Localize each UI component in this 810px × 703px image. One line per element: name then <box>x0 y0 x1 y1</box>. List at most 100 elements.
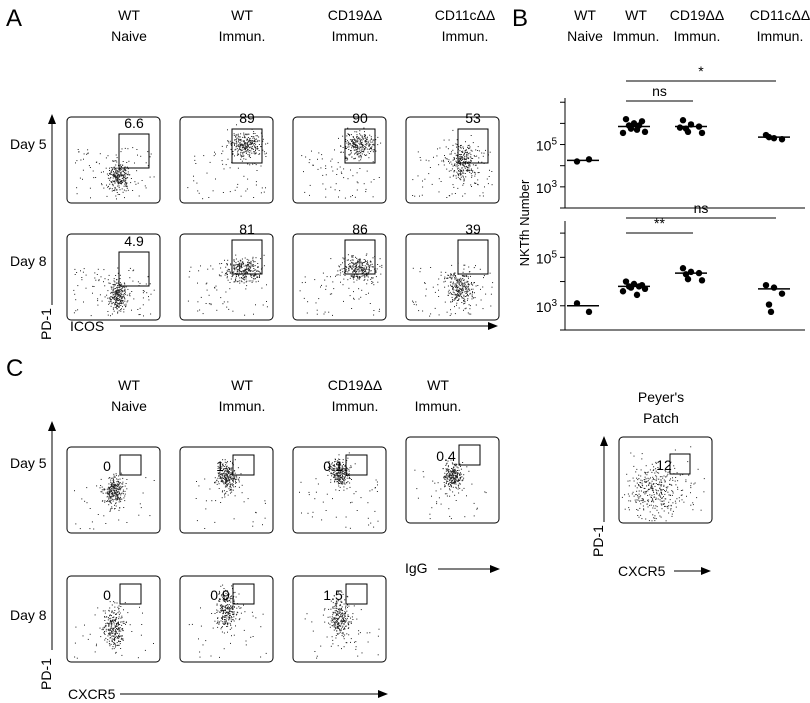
event-dot <box>248 262 250 264</box>
event-dot <box>459 478 461 480</box>
event-dot <box>112 633 114 634</box>
event-dot <box>75 626 77 628</box>
gate-box <box>457 239 489 275</box>
event-dot <box>117 490 119 492</box>
event-dot <box>361 144 363 146</box>
event-dot <box>341 635 343 637</box>
event-dot <box>117 606 119 608</box>
event-dot <box>322 183 324 185</box>
event-dot <box>343 300 344 302</box>
event-dot <box>358 278 360 280</box>
event-dot <box>245 158 247 160</box>
event-dot <box>344 474 346 476</box>
event-dot <box>328 608 330 610</box>
event-dot <box>419 271 421 273</box>
event-dot <box>351 144 353 146</box>
event-dot <box>340 470 342 472</box>
event-dot <box>120 302 122 304</box>
event-dot <box>462 283 464 285</box>
event-dot <box>240 139 242 141</box>
event-dot <box>109 187 111 189</box>
event-dot <box>217 465 219 467</box>
event-dot <box>243 134 245 136</box>
event-dot <box>116 302 118 304</box>
event-dot <box>455 500 457 501</box>
event-dot <box>227 471 229 473</box>
event-dot <box>246 148 248 149</box>
event-dot <box>195 498 197 499</box>
event-dot <box>227 469 229 471</box>
event-dot <box>336 475 338 477</box>
event-dot <box>450 301 451 303</box>
event-dot <box>116 288 118 290</box>
event-dot <box>118 492 120 494</box>
event-dot <box>111 296 113 298</box>
event-dot <box>252 136 254 138</box>
event-dot <box>335 637 337 639</box>
event-dot <box>116 188 118 190</box>
event-dot <box>224 470 226 471</box>
event-dot <box>255 135 257 137</box>
event-dot <box>337 622 339 624</box>
event-dot <box>450 476 452 478</box>
event-dot <box>445 468 447 470</box>
event-dot <box>458 159 460 161</box>
event-dot <box>361 151 363 153</box>
event-dot <box>345 270 347 272</box>
event-dot <box>114 295 116 297</box>
event-dot <box>107 311 109 312</box>
event-dot <box>223 648 225 650</box>
event-dot <box>466 149 467 151</box>
event-dot <box>450 309 451 311</box>
event-dot <box>228 617 230 619</box>
event-dot <box>447 295 449 296</box>
event-dot <box>252 270 254 272</box>
event-dot <box>233 616 235 618</box>
event-dot <box>147 165 149 167</box>
event-dot <box>122 182 124 184</box>
event-dot <box>133 298 135 300</box>
event-dot <box>112 181 114 183</box>
event-dot <box>354 270 356 272</box>
event-dot <box>476 508 478 510</box>
event-dot <box>109 491 111 493</box>
event-dot <box>224 609 226 611</box>
event-dot <box>343 628 344 630</box>
event-dot <box>89 633 91 635</box>
event-dot <box>117 282 119 284</box>
event-dot <box>238 264 240 266</box>
column-header-line2: Immun. <box>332 28 379 44</box>
event-dot <box>484 186 485 188</box>
event-dot <box>112 500 114 502</box>
event-dot <box>110 623 112 625</box>
event-dot <box>117 174 119 176</box>
event-dot <box>118 181 120 182</box>
event-dot <box>352 619 354 620</box>
event-dot <box>121 180 123 182</box>
event-dot <box>450 161 452 163</box>
event-dot <box>218 472 219 474</box>
event-dot <box>352 136 354 137</box>
event-dot <box>233 259 235 261</box>
event-dot <box>327 616 329 618</box>
event-dot <box>236 613 238 615</box>
event-dot <box>115 625 117 627</box>
event-dot <box>344 469 346 471</box>
event-dot <box>370 141 372 143</box>
event-dot <box>222 480 224 482</box>
event-dot <box>335 516 337 518</box>
event-dot <box>120 472 122 474</box>
event-dot <box>144 649 146 651</box>
event-dot <box>351 616 353 618</box>
event-dot <box>342 615 343 617</box>
event-dot <box>343 481 345 483</box>
event-dot <box>354 146 356 148</box>
event-dot <box>109 502 111 504</box>
event-dot <box>217 610 219 612</box>
event-dot <box>353 262 355 264</box>
event-dot <box>102 500 104 502</box>
event-dot <box>109 622 111 624</box>
event-dot <box>468 470 470 472</box>
event-dot <box>463 299 464 301</box>
event-dot <box>365 147 367 149</box>
